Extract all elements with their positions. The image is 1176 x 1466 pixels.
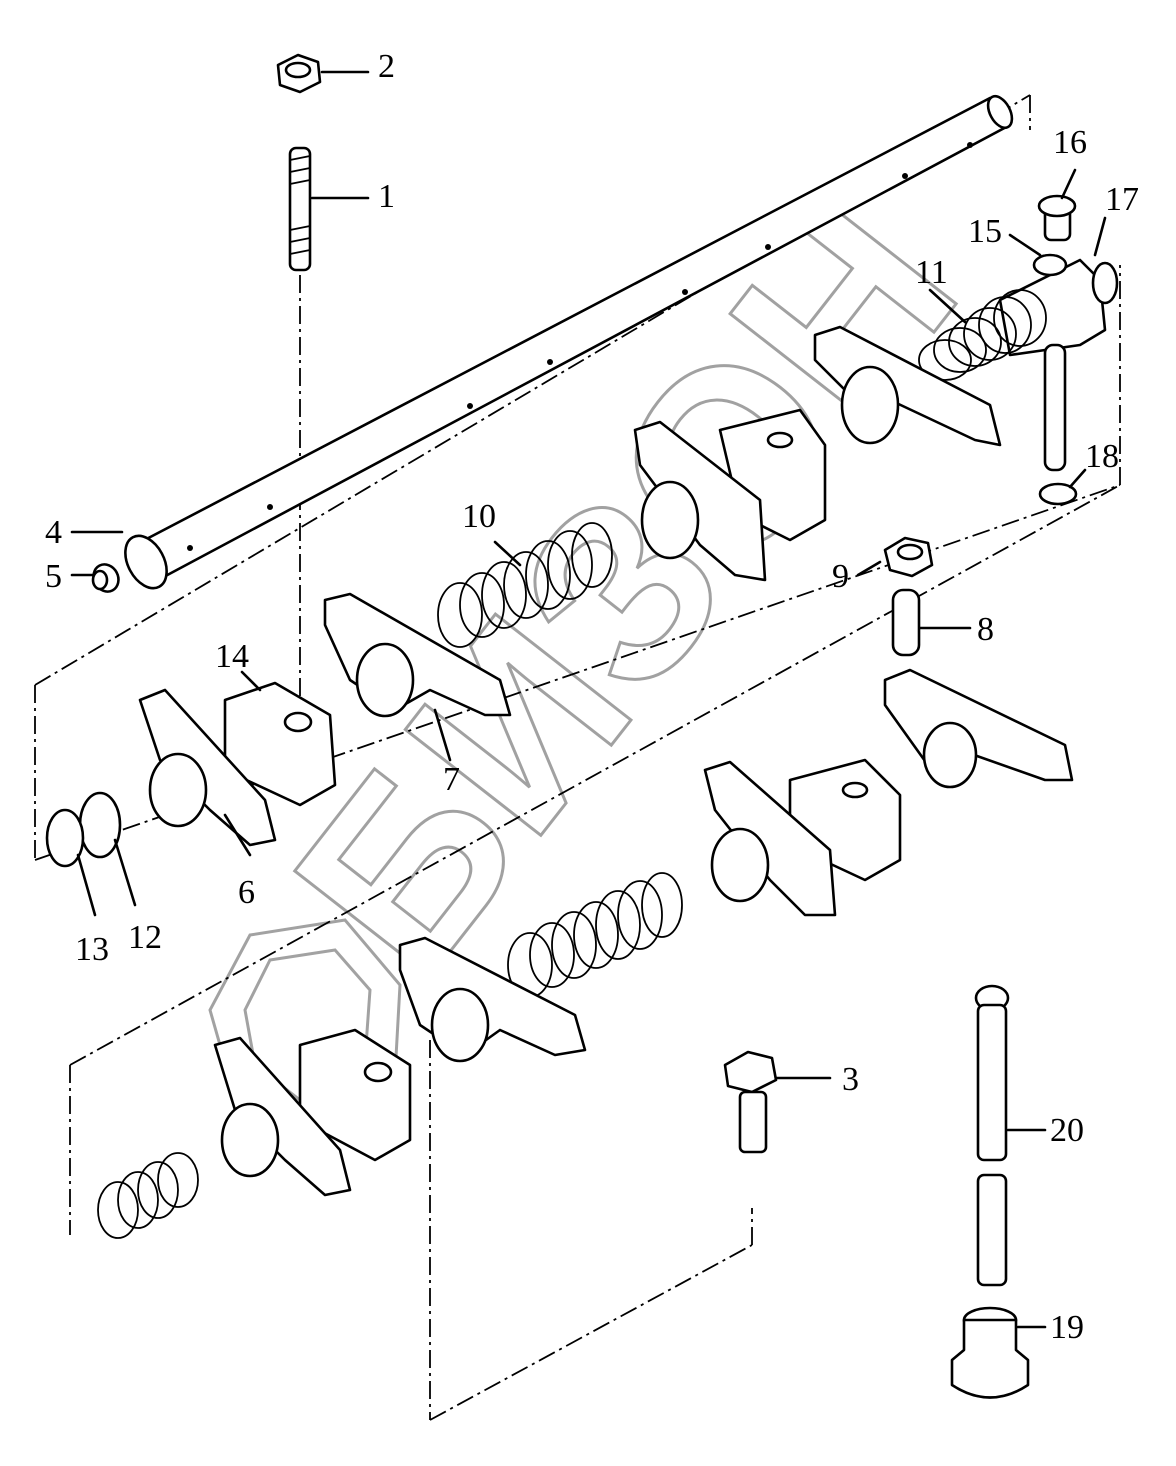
washer-12 bbox=[78, 791, 122, 859]
callout-18: 18 bbox=[1085, 438, 1119, 475]
stud-8 bbox=[891, 588, 921, 657]
rocker-arm-lower-middle bbox=[703, 760, 837, 917]
rocker-arm-lower-right bbox=[883, 668, 1074, 789]
callout-12: 12 bbox=[128, 919, 162, 956]
callout-9: 9 bbox=[832, 558, 849, 595]
callout-2: 2 bbox=[378, 48, 395, 85]
rocker-arm-lower-left bbox=[398, 936, 587, 1063]
shaft-plug bbox=[91, 563, 120, 593]
nut-top bbox=[276, 53, 322, 94]
nut-9 bbox=[883, 536, 934, 578]
callout-17: 17 bbox=[1105, 181, 1139, 218]
rocker-arm-7 bbox=[323, 592, 512, 718]
spring-10 bbox=[437, 522, 613, 648]
callout-19: 19 bbox=[1050, 1309, 1084, 1346]
rocker-shaft bbox=[124, 94, 1014, 590]
callout-7: 7 bbox=[443, 761, 460, 798]
callout-15: 15 bbox=[968, 213, 1002, 250]
callout-14: 14 bbox=[215, 638, 249, 675]
leader-lines bbox=[70, 70, 1107, 1329]
rocker-arm-6 bbox=[138, 688, 277, 847]
rocker-arm-bottom bbox=[213, 1036, 352, 1197]
callout-1: 1 bbox=[378, 178, 395, 215]
circlip-13 bbox=[45, 808, 85, 868]
push-rod-20 bbox=[974, 984, 1010, 1287]
callout-3: 3 bbox=[842, 1061, 859, 1098]
callout-8: 8 bbox=[977, 611, 994, 648]
bolt-3 bbox=[723, 1050, 778, 1154]
rocker-arm-middle-upper bbox=[633, 420, 767, 582]
spring-bottom bbox=[97, 1152, 199, 1239]
callout-6: 6 bbox=[238, 874, 255, 911]
callout-5: 5 bbox=[45, 558, 62, 595]
callout-20: 20 bbox=[1050, 1112, 1084, 1149]
stud bbox=[288, 146, 312, 272]
callout-16: 16 bbox=[1053, 124, 1087, 161]
end-bracket bbox=[998, 194, 1119, 506]
callout-11: 11 bbox=[915, 254, 948, 291]
callout-13: 13 bbox=[75, 931, 109, 968]
callout-labels: 1 2 3 4 5 6 7 8 9 10 11 12 13 14 15 16 1… bbox=[45, 48, 1139, 1346]
callout-10: 10 bbox=[462, 498, 496, 535]
spring-11 bbox=[918, 289, 1047, 381]
callout-4: 4 bbox=[45, 514, 62, 551]
tappet-19 bbox=[950, 1306, 1030, 1399]
rocker-arm-upper-right bbox=[813, 325, 1002, 447]
